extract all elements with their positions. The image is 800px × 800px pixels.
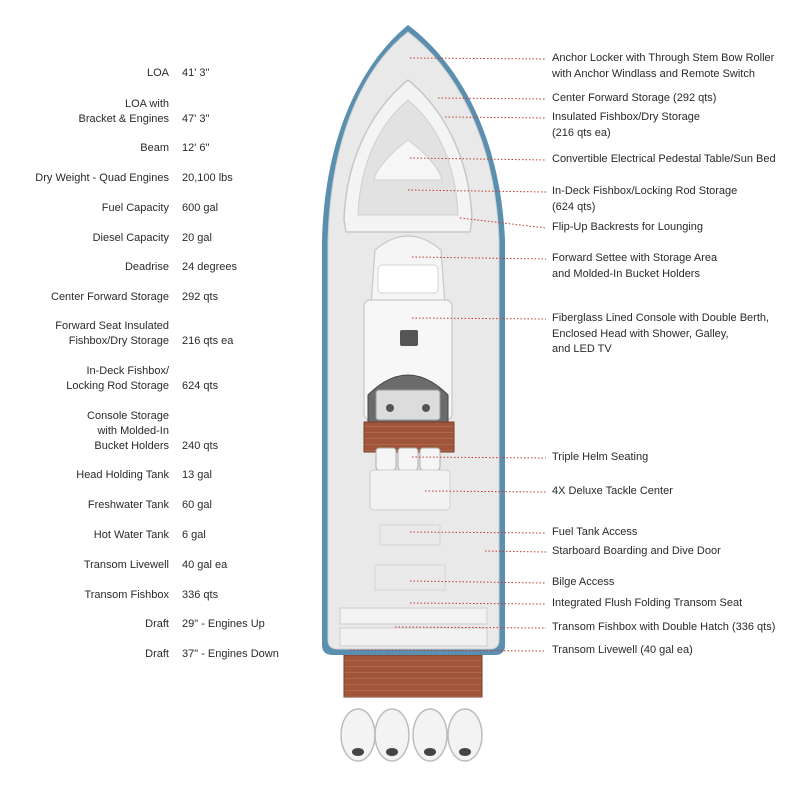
spec-value: 240 qts <box>182 440 219 452</box>
callout-leader-lines <box>349 57 547 652</box>
spec-label: Console Storage with Molded-In Bucket Ho… <box>87 410 169 452</box>
transom-seat <box>339 607 488 625</box>
spec-label: Fuel Capacity <box>101 202 169 214</box>
outboard-engines <box>340 708 483 762</box>
callout-label: 4X Deluxe Tackle Center <box>552 485 673 497</box>
spec-value: 37" - Engines Down <box>182 648 279 660</box>
leader-line <box>409 602 547 605</box>
helm-teak-deck <box>363 421 455 453</box>
callout-label: Convertible Electrical Pedestal Table/Su… <box>552 153 776 165</box>
leader-line <box>444 116 547 119</box>
callout-label: Transom Fishbox with Double Hatch (336 q… <box>552 621 776 633</box>
spec-label: Transom Fishbox <box>84 589 169 601</box>
tackle-center <box>369 469 451 511</box>
callout-label: Integrated Flush Folding Transom Seat <box>552 597 743 609</box>
callout-label: Center Forward Storage (292 qts) <box>552 92 717 104</box>
spec-label: Beam <box>140 142 169 154</box>
callout-label: Flip-Up Backrests for Lounging <box>552 221 704 233</box>
leader-line <box>411 317 547 320</box>
spec-label: LOA <box>146 67 169 79</box>
leader-line <box>394 626 547 629</box>
fuel-tank-hatch <box>379 524 441 546</box>
helm-seat-2 <box>397 447 419 471</box>
callout-label: Insulated Fishbox/Dry Storage (216 qts e… <box>552 111 700 139</box>
spec-value: 336 qts <box>182 589 219 601</box>
spec-value: 29" - Engines Up <box>182 618 265 630</box>
transom-hatches <box>339 627 488 647</box>
spec-label: Freshwater Tank <box>87 499 169 511</box>
spec-label: Diesel Capacity <box>92 232 169 244</box>
spec-label: In-Deck Fishbox/ Locking Rod Storage <box>66 365 169 392</box>
leader-line <box>409 580 547 584</box>
spec-value: 216 qts ea <box>182 335 234 347</box>
spec-value: 20 gal <box>182 232 212 244</box>
spec-value: 41' 3" <box>182 67 210 79</box>
leader-line <box>424 490 547 493</box>
leader-line <box>349 649 547 652</box>
leader-line <box>409 57 547 60</box>
callout-label: Fuel Tank Access <box>552 526 638 538</box>
spec-value: 6 gal <box>182 529 206 541</box>
settee-cushion <box>377 264 439 294</box>
bilge-hatch <box>374 564 446 591</box>
spec-value: 12' 6" <box>182 142 210 154</box>
spec-value: 24 degrees <box>182 261 238 273</box>
spec-label: Draft <box>145 618 169 630</box>
callout-label: Starboard Boarding and Dive Door <box>552 545 721 557</box>
leader-line <box>411 456 547 459</box>
leader-line <box>409 157 547 161</box>
spec-label: Center Forward Storage <box>51 291 169 303</box>
helm-dash <box>375 389 441 421</box>
callout-label: Anchor Locker with Through Stem Bow Roll… <box>552 52 775 80</box>
spec-value: 13 gal <box>182 469 212 481</box>
spec-value: 600 gal <box>182 202 219 214</box>
helm-seat-3 <box>419 447 441 471</box>
spec-label: LOA with Bracket & Engines <box>78 98 170 125</box>
leader-line <box>437 97 547 100</box>
spec-label: Draft <box>145 648 169 660</box>
leader-line <box>411 256 547 260</box>
spec-label: Hot Water Tank <box>93 529 169 541</box>
callout-label: Transom Livewell (40 gal ea) <box>552 644 693 656</box>
sun-bed <box>373 139 443 181</box>
callout-label: Fiberglass Lined Console with Double Ber… <box>552 312 770 355</box>
spec-value: 40 gal ea <box>182 559 228 571</box>
helm-seat-1 <box>375 447 397 471</box>
callout-label: Forward Settee with Storage Area and Mol… <box>552 252 718 280</box>
spec-value: 47' 3" <box>182 113 210 125</box>
spec-value: 624 qts <box>182 380 219 392</box>
spec-value: 292 qts <box>182 291 219 303</box>
spec-label: Head Holding Tank <box>76 469 169 481</box>
spec-label: Deadrise <box>124 261 169 273</box>
console-hatch <box>400 330 418 346</box>
callout-label: Bilge Access <box>552 576 615 588</box>
leader-line <box>409 531 547 534</box>
spec-value: 20,100 lbs <box>182 172 233 184</box>
leader-line <box>459 217 547 229</box>
callout-label: Triple Helm Seating <box>552 451 649 463</box>
spec-value: 60 gal <box>182 499 212 511</box>
spec-label: Transom Livewell <box>83 559 169 571</box>
spec-label: Forward Seat Insulated Fishbox/Dry Stora… <box>55 320 169 347</box>
spec-label: Dry Weight - Quad Engines <box>35 172 169 184</box>
swim-platform <box>343 654 483 698</box>
callout-label: In-Deck Fishbox/Locking Rod Storage (624… <box>552 185 738 213</box>
